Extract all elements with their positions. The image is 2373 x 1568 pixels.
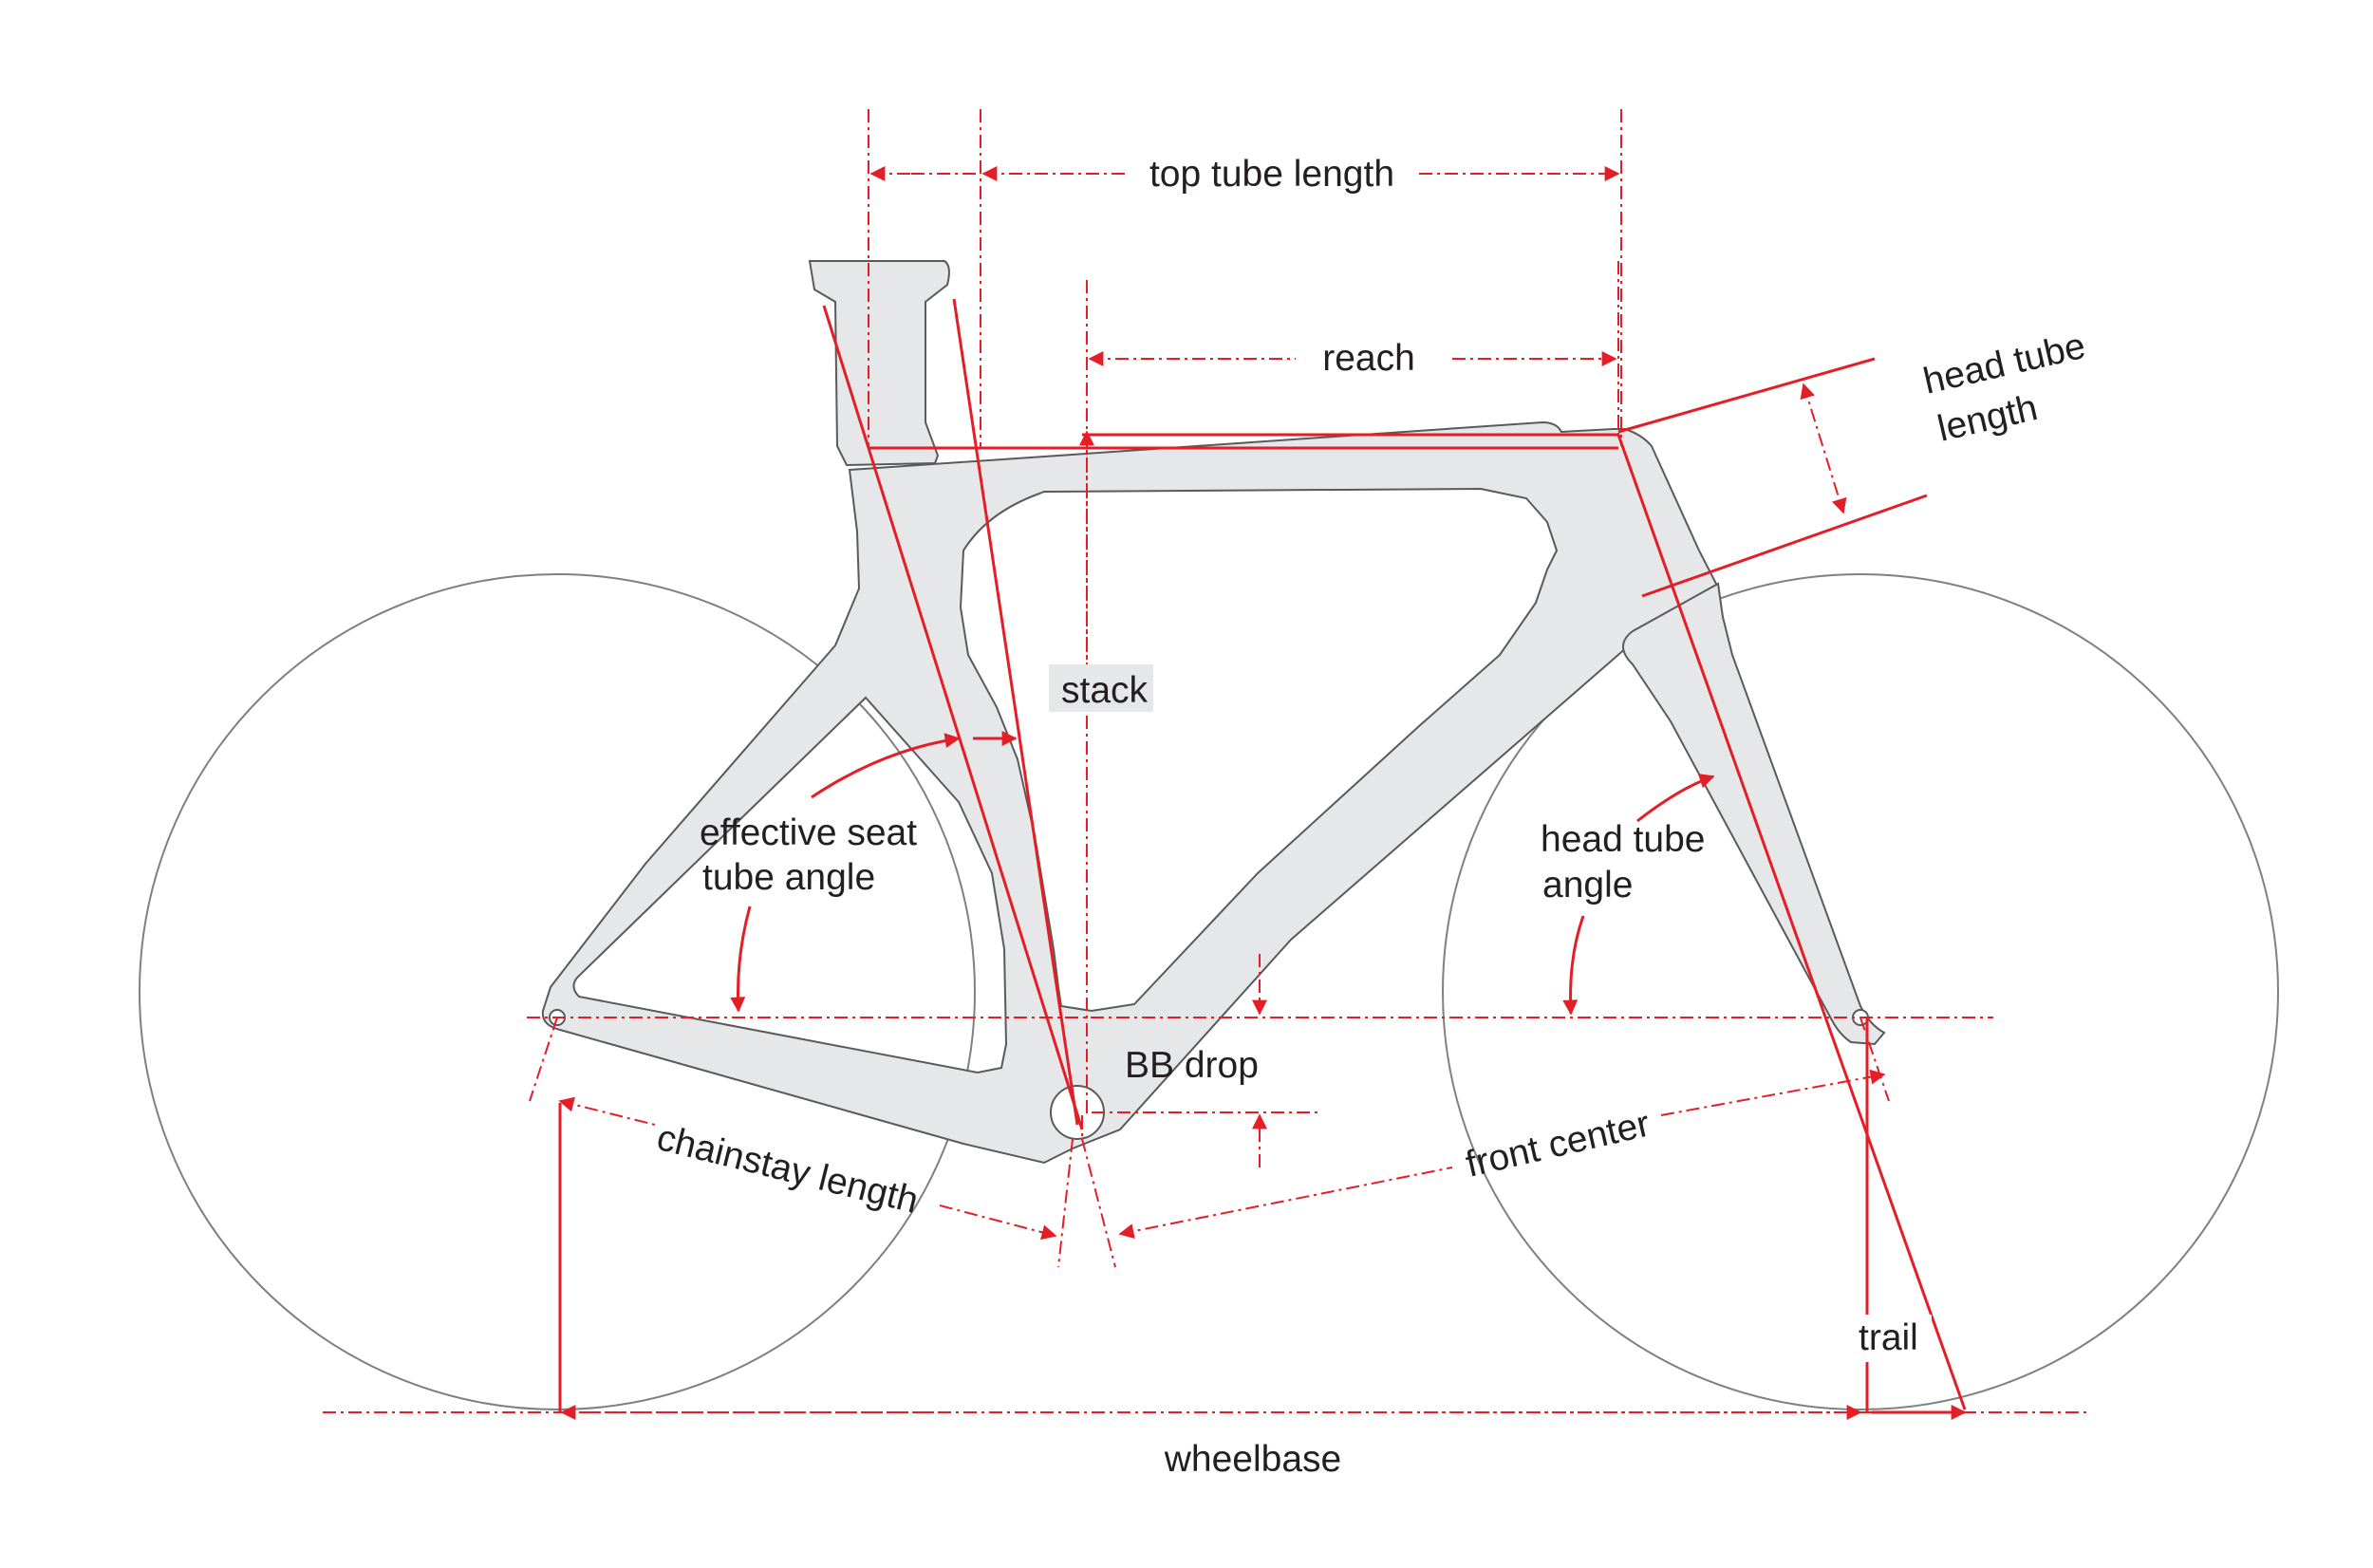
label-wheelbase: wheelbase bbox=[1164, 1439, 1341, 1480]
rear-wheel bbox=[139, 573, 976, 1410]
label-top-tube-length: top tube length bbox=[1149, 154, 1394, 195]
label-bb-drop: BB drop bbox=[1125, 1045, 1259, 1086]
label-chainstay-length: chainstay length bbox=[653, 1117, 923, 1222]
label-reach: reach bbox=[1322, 338, 1415, 379]
label-head-tube-angle-line2: angle bbox=[1542, 865, 1633, 905]
label-effective-seat-tube-angle-line2: tube angle bbox=[702, 857, 875, 898]
label-head-tube-angle-line1: head tube bbox=[1541, 819, 1706, 860]
dimension-arrows bbox=[558, 166, 1967, 1420]
label-head-tube-length-line1: head tube bbox=[1919, 326, 2089, 402]
label-front-center: front center bbox=[1462, 1103, 1654, 1185]
bike-frame bbox=[541, 260, 1886, 1165]
label-trail: trail bbox=[1859, 1317, 1918, 1358]
label-stack: stack bbox=[1061, 670, 1149, 711]
label-effective-seat-tube-angle-line1: effective seat bbox=[700, 812, 917, 853]
